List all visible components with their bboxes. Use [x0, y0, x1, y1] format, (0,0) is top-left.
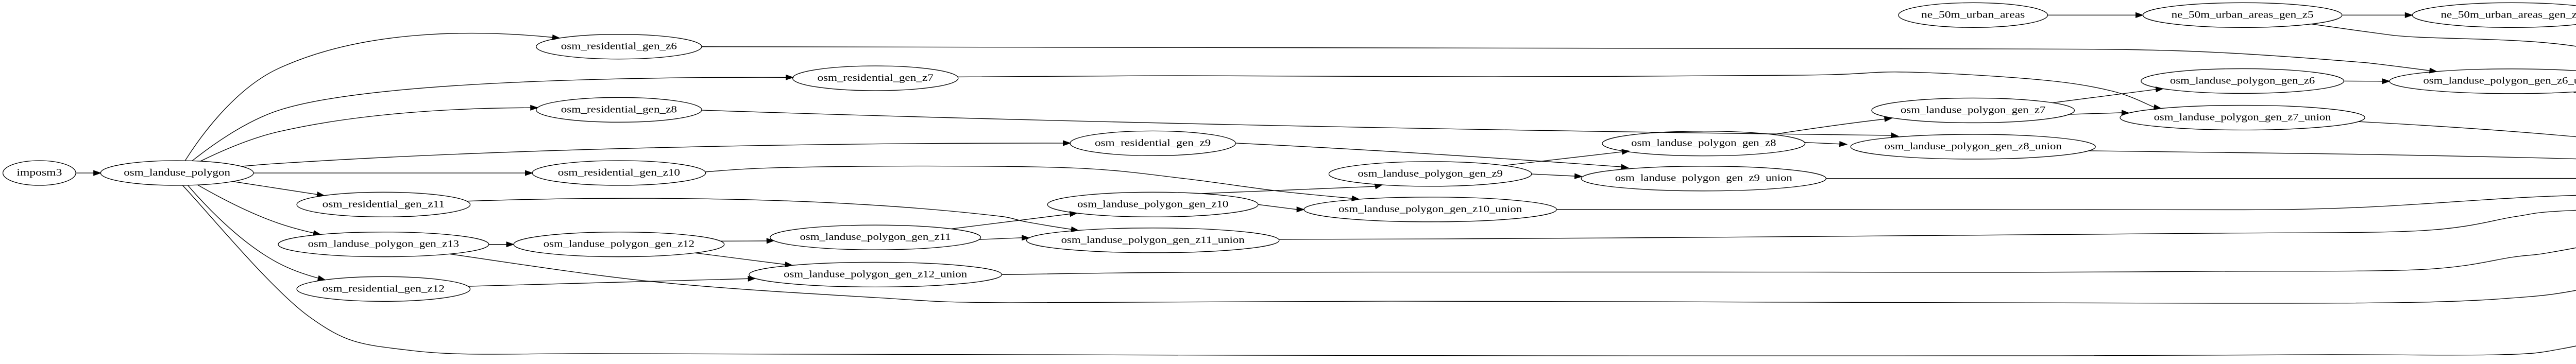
svg-text:osm_residential_gen_z9: osm_residential_gen_z9	[1095, 137, 1211, 148]
svg-text:osm_landuse_polygon_gen_z6: osm_landuse_polygon_gen_z6	[2170, 75, 2315, 86]
svg-text:osm_residential_gen_z11: osm_residential_gen_z11	[323, 199, 445, 210]
svg-text:osm_landuse_polygon_gen_z10_un: osm_landuse_polygon_gen_z10_union	[1338, 204, 1522, 215]
svg-text:imposm3: imposm3	[16, 167, 62, 178]
svg-text:osm_residential_gen_z10: osm_residential_gen_z10	[558, 167, 680, 178]
svg-text:osm_residential_gen_z8: osm_residential_gen_z8	[561, 104, 677, 115]
svg-text:osm_residential_gen_z12: osm_residential_gen_z12	[323, 283, 445, 294]
svg-text:osm_landuse_polygon_gen_z7: osm_landuse_polygon_gen_z7	[1901, 105, 2045, 115]
svg-text:osm_landuse_polygon_gen_z11: osm_landuse_polygon_gen_z11	[800, 232, 951, 242]
svg-text:osm_landuse_polygon_gen_z6_uni: osm_landuse_polygon_gen_z6_union	[2423, 76, 2576, 86]
svg-text:ne_50m_urban_areas_gen_z4: ne_50m_urban_areas_gen_z4	[2441, 9, 2576, 20]
svg-text:osm_landuse_polygon_gen_z9: osm_landuse_polygon_gen_z9	[1358, 168, 1502, 179]
svg-text:osm_landuse_polygon_gen_z9_uni: osm_landuse_polygon_gen_z9_union	[1615, 173, 1793, 184]
svg-text:osm_landuse_polygon: osm_landuse_polygon	[124, 167, 230, 178]
svg-text:osm_landuse_polygon_gen_z10: osm_landuse_polygon_gen_z10	[1077, 199, 1228, 210]
svg-text:osm_residential_gen_z6: osm_residential_gen_z6	[561, 41, 677, 52]
svg-text:osm_landuse_polygon_gen_z12: osm_landuse_polygon_gen_z12	[544, 239, 694, 250]
svg-text:ne_50m_urban_areas: ne_50m_urban_areas	[1921, 9, 2025, 20]
svg-text:osm_landuse_polygon_gen_z13: osm_landuse_polygon_gen_z13	[308, 239, 459, 250]
svg-text:osm_landuse_polygon_gen_z8: osm_landuse_polygon_gen_z8	[1631, 138, 1776, 149]
svg-text:osm_landuse_polygon_gen_z7_uni: osm_landuse_polygon_gen_z7_union	[2154, 112, 2332, 123]
svg-text:osm_residential_gen_z7: osm_residential_gen_z7	[817, 73, 933, 83]
svg-text:ne_50m_urban_areas_gen_z5: ne_50m_urban_areas_gen_z5	[2172, 9, 2314, 20]
svg-text:osm_landuse_polygon_gen_z12_un: osm_landuse_polygon_gen_z12_union	[784, 269, 968, 280]
svg-text:osm_landuse_polygon_gen_z11_un: osm_landuse_polygon_gen_z11_union	[1061, 235, 1245, 246]
svg-text:osm_landuse_polygon_gen_z8_uni: osm_landuse_polygon_gen_z8_union	[1885, 141, 2062, 152]
